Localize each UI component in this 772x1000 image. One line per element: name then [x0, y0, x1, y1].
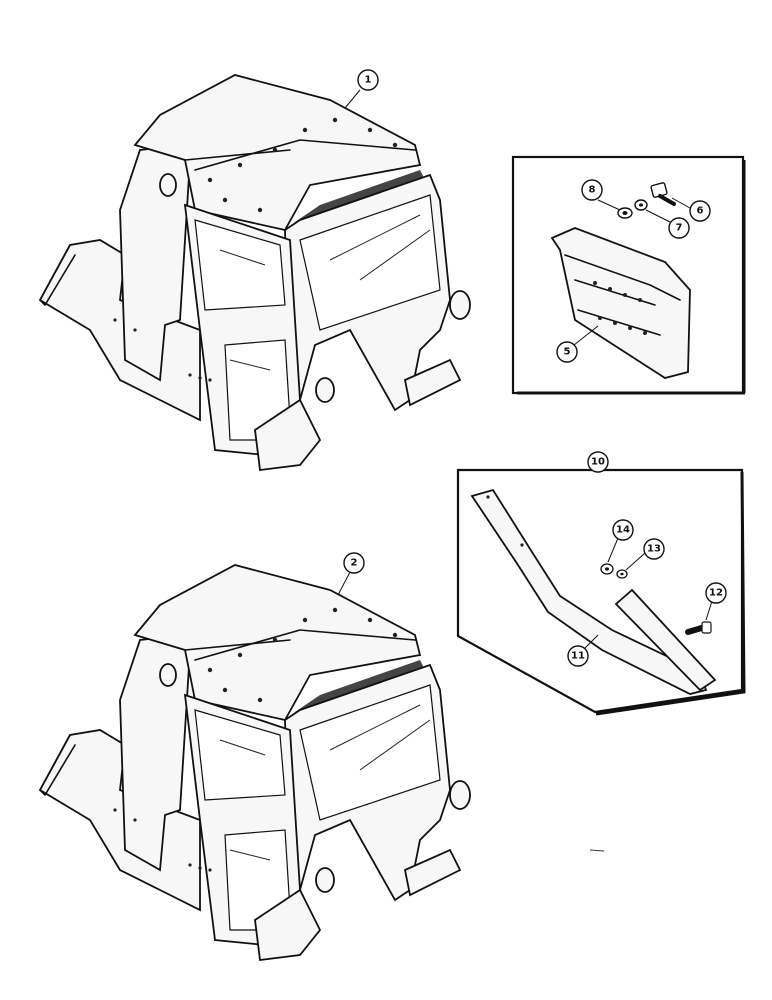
step-detail-box: 8 6 7 5: [511, 155, 746, 395]
svg-text:5: 5: [564, 347, 571, 358]
svg-text:2: 2: [351, 558, 358, 569]
svg-text:7: 7: [676, 223, 683, 234]
callout-1: 1: [357, 69, 379, 91]
washer-part-13: [616, 569, 628, 579]
callout-12: 12: [705, 582, 727, 604]
leader-line-2: [337, 571, 351, 596]
step-part-5: [550, 227, 691, 379]
leader-line-8: [597, 199, 621, 211]
callout-10: 10: [587, 451, 609, 473]
svg-text:11: 11: [571, 651, 585, 662]
stray-mark: [589, 849, 605, 852]
bolt-part-6: [650, 182, 676, 206]
callout-5: 5: [556, 341, 578, 363]
svg-text:10: 10: [591, 457, 605, 468]
leader-line-1: [344, 89, 361, 109]
leader-line-6: [671, 197, 691, 209]
svg-text:13: 13: [647, 544, 661, 555]
bolt-part-12: [685, 621, 712, 635]
nut-part-7: [634, 199, 648, 211]
washer-part-14: [600, 563, 614, 575]
callout-13: 13: [643, 538, 665, 560]
leader-line-5: [573, 325, 599, 346]
callout-6: 6: [689, 200, 711, 222]
callout-7: 7: [668, 217, 690, 239]
handrail-part-11: [470, 488, 717, 695]
leader-line-13: [625, 552, 646, 571]
handrail-detail-box: 10 14 13 12 11: [456, 451, 746, 716]
leader-line-11: [584, 634, 599, 649]
callout-14: 14: [612, 519, 634, 541]
cab-assembly-1: [39, 74, 471, 471]
callout-8: 8: [581, 179, 603, 201]
washer-part-8: [617, 207, 633, 219]
svg-text:1: 1: [365, 75, 372, 86]
cab-assembly-2: [39, 564, 471, 961]
svg-text:8: 8: [589, 185, 596, 196]
callout-2: 2: [343, 552, 365, 574]
svg-text:14: 14: [616, 525, 630, 536]
callout-11: 11: [567, 645, 589, 667]
leader-line-12: [705, 600, 713, 621]
leader-line-7: [645, 209, 671, 223]
leader-line-14: [607, 537, 619, 563]
svg-text:12: 12: [709, 588, 723, 599]
svg-text:6: 6: [697, 206, 704, 217]
